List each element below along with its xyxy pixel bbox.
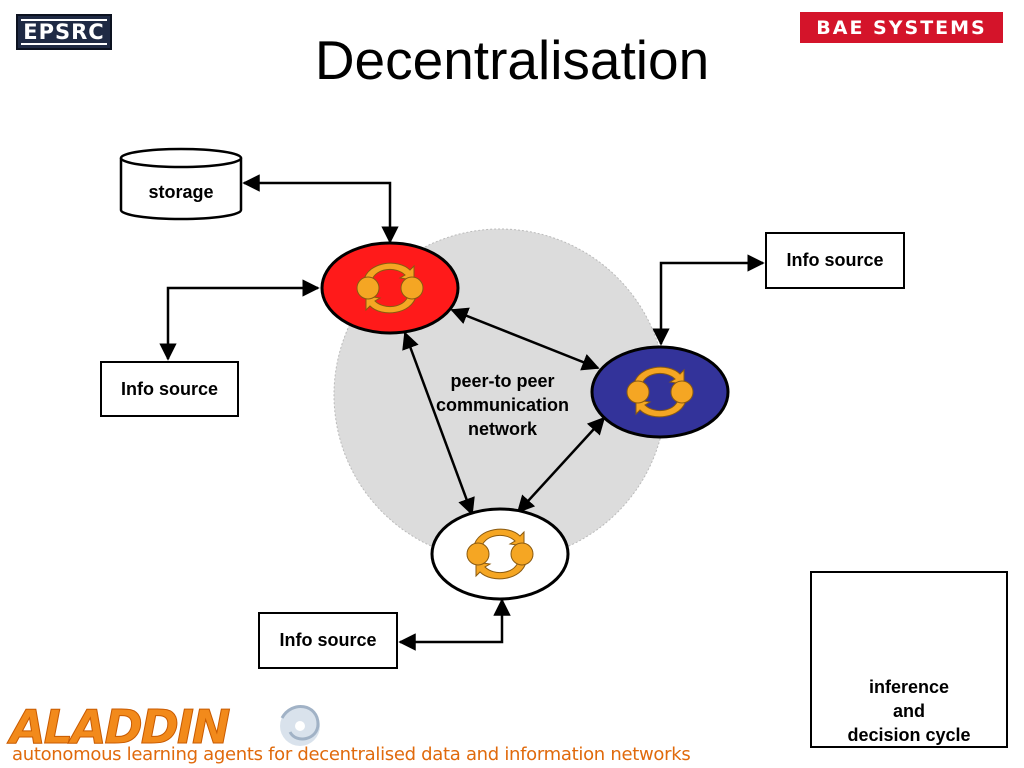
page-title: Decentralisation [314, 29, 710, 91]
bae-systems-logo: BAE SYSTEMS [800, 12, 1003, 43]
storage-label: storage [148, 182, 214, 202]
network-label-line-3: network [467, 419, 537, 439]
blue-white-link [516, 416, 606, 514]
bottom-info-connector [398, 598, 511, 651]
legend-line-1: inference [868, 677, 950, 697]
blue-agent [590, 345, 730, 439]
storage-connector [242, 174, 399, 244]
network-label-line-2: communication [435, 395, 569, 415]
white-agent [430, 507, 570, 601]
red-agent [320, 241, 460, 335]
epsrc-logo: EPSRC [16, 14, 112, 50]
network-label-line-1: peer-to peer [450, 371, 555, 391]
aladdin-logo: ALADDIN [10, 700, 231, 755]
info-source-right: Info source [765, 232, 905, 289]
red-white-link [402, 331, 475, 516]
legend-box: inference and decision cycle [810, 571, 1008, 748]
right-info-connector [652, 254, 765, 346]
footer-tagline: autonomous learning agents for decentral… [12, 744, 691, 765]
legend-line-2: and [892, 701, 925, 721]
legend-line-3: decision cycle [847, 725, 971, 745]
info-source-bottom: Info source [258, 612, 398, 669]
legend-text: inference and decision cycle [812, 675, 1006, 747]
left-info-connector [159, 279, 320, 361]
storage-cylinder-icon [119, 147, 243, 221]
info-source-left: Info source [100, 361, 239, 417]
red-blue-link [450, 307, 600, 371]
network-label: peer-to peer communication network [420, 369, 585, 441]
hurricane-icon [280, 705, 320, 746]
